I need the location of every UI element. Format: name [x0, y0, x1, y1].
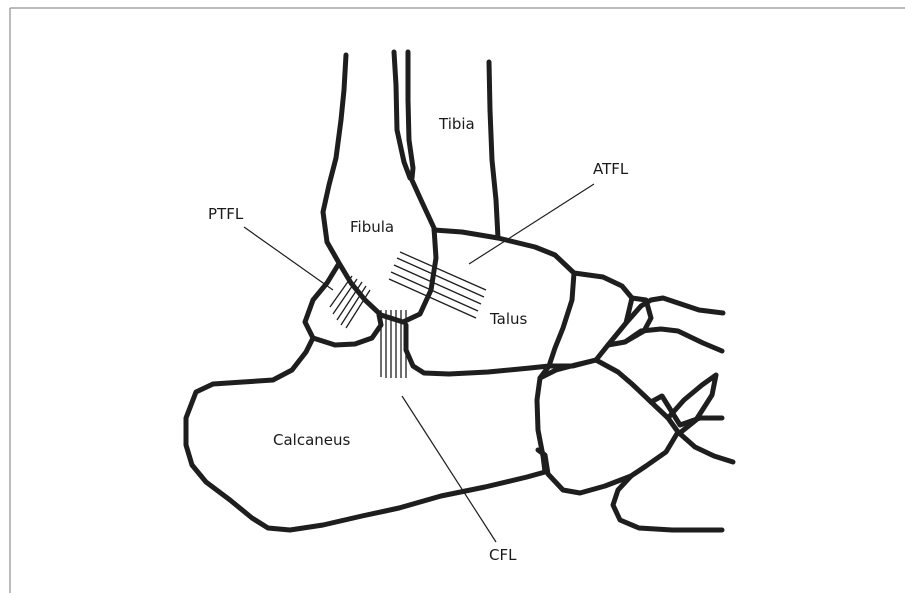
tibia-bone: [394, 52, 498, 238]
fibula-label: Fibula: [350, 218, 394, 236]
atfl-leader-line: [469, 184, 594, 264]
talus-bone: [406, 230, 574, 374]
fibula-bone: [323, 55, 436, 322]
calcaneus-label: Calcaneus: [273, 431, 351, 449]
figure-frame: [10, 8, 905, 593]
cfl-leader-line: [402, 396, 496, 542]
cfl-label: CFL: [489, 546, 517, 564]
ptfl-leader-line: [244, 227, 333, 290]
atfl-label: ATFL: [593, 160, 629, 178]
metatarsal-bones: [613, 298, 733, 530]
tibia-label: Tibia: [438, 115, 475, 133]
calcaneus-bone: [186, 338, 549, 530]
ptfl-label: PTFL: [208, 205, 244, 223]
talus-label: Talus: [489, 310, 528, 328]
navicular-bone: [549, 273, 632, 366]
cuboid-bone: [538, 360, 678, 493]
